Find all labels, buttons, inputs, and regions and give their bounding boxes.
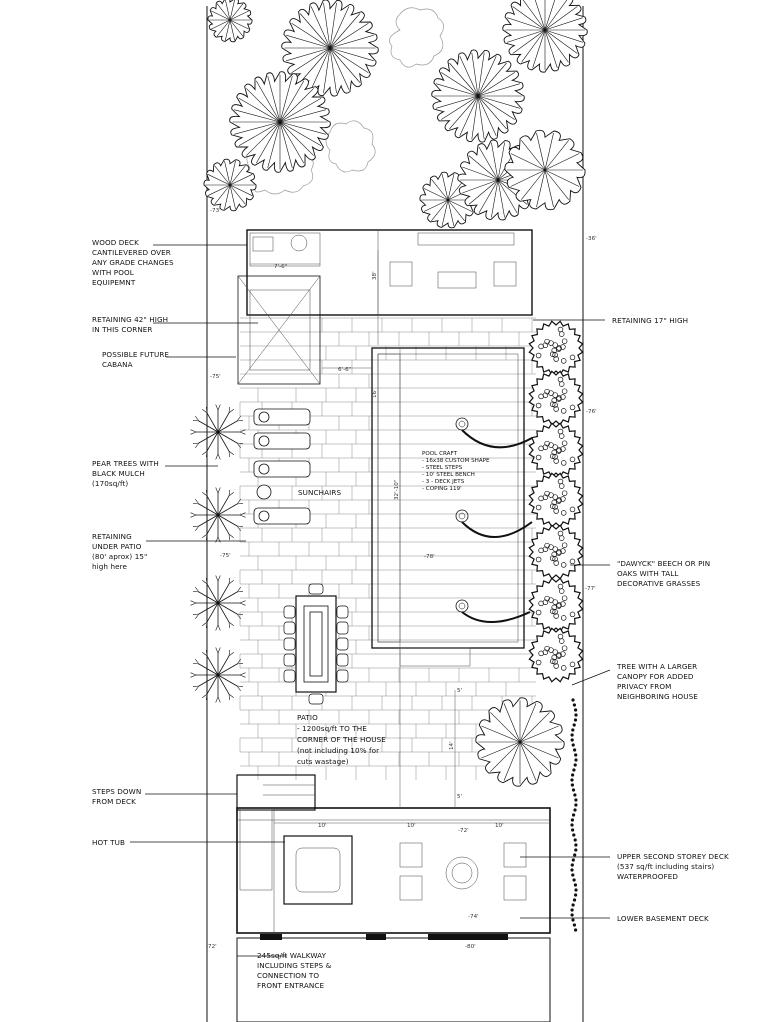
deck-stairs	[239, 809, 273, 891]
dining-chair	[336, 637, 349, 651]
dining-chair	[283, 637, 296, 651]
tree-canopy	[504, 129, 586, 211]
dim-label: 10'	[318, 823, 327, 829]
dining-chairs	[283, 583, 349, 705]
dim-label: 7'-6"	[274, 264, 288, 270]
beech-tree	[528, 320, 584, 376]
lounge-chair	[493, 261, 517, 287]
lounge-chair	[389, 261, 413, 287]
callout-hot-tub: HOT TUB	[92, 838, 125, 847]
dining-chair	[336, 653, 349, 667]
dining-chair	[283, 605, 296, 619]
pear-tree	[190, 575, 246, 631]
dining-chair	[336, 605, 349, 619]
elevation-label: -72'	[458, 828, 469, 834]
dining-chair	[336, 621, 349, 635]
sunchairs-label: SUNCHAIRS	[298, 488, 341, 497]
dim-label: 16'	[372, 389, 378, 398]
elevation-label: -75'	[210, 374, 221, 380]
elevation-label: -36'	[586, 236, 597, 242]
deck-jets	[455, 417, 533, 623]
cabana	[237, 275, 321, 385]
dining-chair	[283, 669, 296, 683]
pear-trees	[190, 404, 246, 703]
beech-hedge	[528, 320, 584, 683]
steps-down	[236, 774, 316, 811]
wood-deck	[246, 229, 533, 316]
callout-leaders	[130, 244, 611, 957]
beech-tree	[528, 627, 584, 683]
elevation-label: -77'	[585, 586, 596, 592]
vine-hedge	[570, 698, 578, 932]
dimension-lines	[250, 250, 550, 824]
elevation-label: -75'	[220, 553, 231, 559]
elevation-label: -73'	[210, 208, 221, 214]
sunchairs	[253, 408, 311, 525]
dim-label: 10'	[495, 823, 504, 829]
tree-canopy	[207, 0, 253, 43]
dim-label: 5'	[457, 688, 462, 694]
upper-deck	[236, 807, 551, 934]
dim-label: 14'	[449, 741, 455, 750]
patio-paving	[239, 317, 536, 780]
dining-chair	[336, 669, 349, 683]
tree-canopy	[502, 0, 588, 73]
tree-canopy	[203, 158, 257, 212]
elevation-label: -78'	[424, 554, 435, 560]
pool-equipment	[249, 232, 321, 267]
pool-notes: POOL CRAFT- 16x38 CUSTOM SHAPE- STEEL ST…	[422, 451, 490, 492]
callout-retaining-17: RETAINING 17" HIGH	[612, 316, 688, 325]
tree-canopy	[229, 71, 331, 173]
canopy-privacy-tree	[475, 129, 586, 787]
canopy-trees	[203, 0, 588, 229]
pear-tree	[190, 487, 246, 543]
house-footprint	[236, 937, 551, 1022]
outdoor-sofa	[417, 232, 515, 246]
beech-tree	[528, 370, 584, 426]
tree-canopy	[475, 697, 565, 787]
dim-label: 38'	[372, 271, 378, 280]
dining-chair	[308, 693, 324, 705]
dining-chair	[283, 653, 296, 667]
dining-table	[295, 595, 337, 693]
elevation-label: -74'	[468, 914, 479, 920]
callout-lower-deck: LOWER BASEMENT DECK	[617, 914, 709, 923]
tree-canopy	[281, 0, 379, 97]
dim-label: 10'	[407, 823, 416, 829]
beech-tree	[528, 577, 584, 633]
beech-tree	[528, 524, 584, 580]
dim-label: 6'-6"	[338, 367, 352, 373]
elevation-label: -72'	[206, 944, 217, 950]
beech-tree	[528, 472, 584, 528]
dim-label: 32'-10"	[394, 479, 400, 500]
callout-upper-deck: UPPER SECOND STOREY DECK(537 sq/ft inclu…	[617, 852, 729, 881]
coffee-table	[437, 271, 477, 289]
beech-tree	[528, 422, 584, 478]
dim-label: 5'	[457, 794, 462, 800]
elevation-label: -76'	[586, 409, 597, 415]
elevation-label: -80'	[465, 944, 476, 950]
dining-chair	[283, 621, 296, 635]
hot-tub	[283, 835, 353, 905]
fire-table	[445, 856, 479, 890]
tree-canopy	[431, 49, 525, 143]
pear-tree	[190, 404, 246, 460]
pear-tree	[190, 647, 246, 703]
house-decks	[236, 774, 551, 1022]
dining-chair	[308, 583, 324, 595]
